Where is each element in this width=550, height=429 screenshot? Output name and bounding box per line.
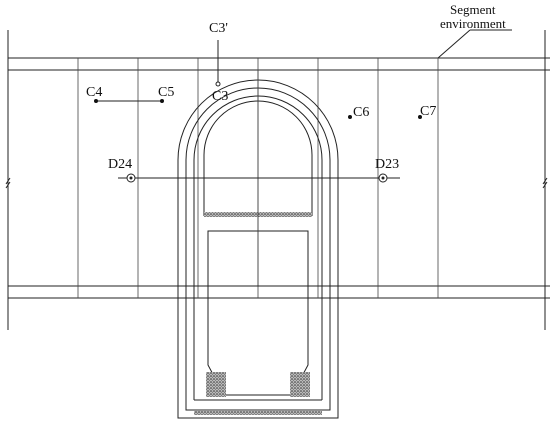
- label-c5: C5: [158, 85, 174, 100]
- band-edges: [5, 30, 548, 330]
- label-c7: C7: [420, 104, 436, 119]
- segment-leader-line: [437, 29, 471, 59]
- right-break-mark: [542, 177, 548, 185]
- left-break-mark-2: [5, 181, 11, 189]
- c3-point-marker: [215, 81, 221, 87]
- label-segment: Segment: [450, 2, 496, 17]
- c6-point-marker: [348, 115, 352, 119]
- label-environment: environment: [440, 16, 506, 31]
- c4-point-marker: [94, 99, 98, 103]
- shaft-structure: [177, 70, 339, 419]
- label-c6: C6: [353, 105, 369, 120]
- label-c3: C3: [212, 89, 228, 104]
- shaft-outer-wall: [177, 79, 339, 419]
- left-corner-fill: [206, 372, 226, 397]
- label-d24: D24: [108, 157, 132, 172]
- base-slab: [194, 411, 322, 415]
- d24-point-inner: [129, 176, 133, 180]
- d23-point-inner: [381, 176, 385, 180]
- label-c3-prime: C3': [209, 21, 228, 36]
- c7-point-marker: [418, 115, 422, 119]
- label-c4: C4: [86, 85, 102, 100]
- label-d23: D23: [375, 157, 399, 172]
- shaft-inner-wall: [185, 87, 331, 411]
- c5-point-marker: [160, 99, 164, 103]
- right-corner-fill: [290, 372, 310, 397]
- right-break-mark-2: [542, 181, 548, 189]
- left-break-mark: [5, 177, 11, 185]
